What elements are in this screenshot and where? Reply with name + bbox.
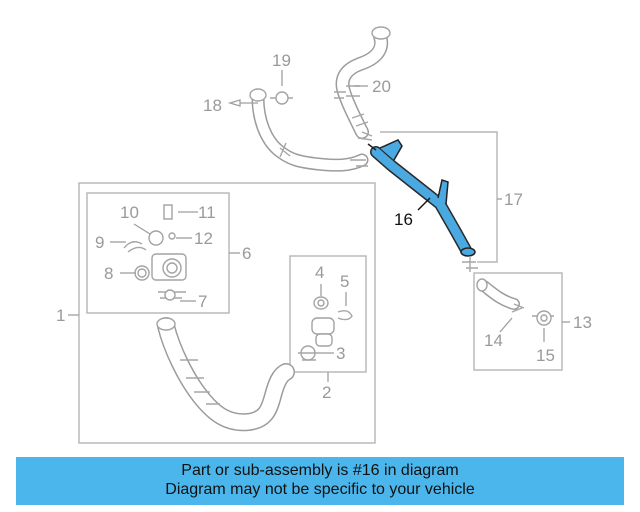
part-16-pipe xyxy=(367,139,476,257)
callout-11: 11 xyxy=(198,203,216,222)
clamp-19 xyxy=(270,91,293,105)
leader-lines xyxy=(68,70,570,382)
callout-13: 13 xyxy=(573,313,592,332)
callout-3: 3 xyxy=(336,344,345,363)
callout-10: 10 xyxy=(120,203,139,222)
clamp-17-lower xyxy=(462,256,478,272)
banner-line-1: Part or sub-assembly is #16 in diagram xyxy=(181,462,459,479)
callout-6: 6 xyxy=(242,244,251,263)
callout-1: 1 xyxy=(56,306,65,325)
group-2-parts xyxy=(298,296,353,361)
callout-20: 20 xyxy=(372,77,391,96)
callout-4: 4 xyxy=(315,263,324,282)
callout-5: 5 xyxy=(340,272,349,291)
callout-19: 19 xyxy=(272,51,291,70)
hose-20 xyxy=(334,26,391,167)
hose-18 xyxy=(249,88,369,172)
callout-8: 8 xyxy=(104,264,113,283)
bracket-17 xyxy=(380,131,498,263)
callout-15: 15 xyxy=(536,346,555,365)
callout-7: 7 xyxy=(198,292,207,311)
callout-17: 17 xyxy=(504,190,523,209)
callout-16: 16 xyxy=(394,210,413,229)
callout-2: 2 xyxy=(322,383,331,402)
info-banner: Part or sub-assembly is #16 in diagram D… xyxy=(16,457,624,505)
group-box-1 xyxy=(78,182,376,444)
callout-9: 9 xyxy=(95,233,104,252)
callout-18: 18 xyxy=(203,96,222,115)
banner-line-2: Diagram may not be specific to your vehi… xyxy=(165,481,475,498)
group-6-parts xyxy=(123,204,187,301)
callout-12: 12 xyxy=(194,229,213,248)
hose-lower xyxy=(156,317,295,432)
callout-14: 14 xyxy=(484,331,503,350)
group-13-parts xyxy=(476,278,554,326)
